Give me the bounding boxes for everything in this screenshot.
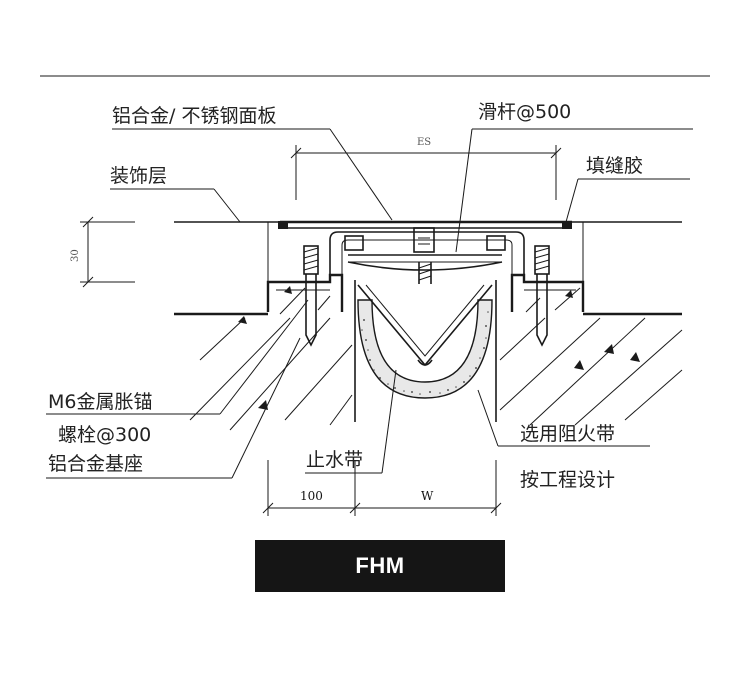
dimension-edge-label: 100 xyxy=(300,489,323,503)
dimension-width-label: W xyxy=(421,489,434,503)
label-fire-line2: 按工程设计 xyxy=(520,469,615,491)
structural-slab xyxy=(174,280,683,431)
label-slide-bar: 滑杆@500 xyxy=(478,101,571,123)
dimension-depth-label: 30 xyxy=(70,249,81,262)
leader-lines xyxy=(46,128,693,479)
diagram-title: FHM xyxy=(355,553,405,578)
label-anchor-line1: M6金属胀锚 xyxy=(48,391,152,413)
water-stop-and-fire-barrier xyxy=(357,284,493,399)
label-fire-line1: 选用阻火带 xyxy=(520,423,615,445)
slide-bar-assembly xyxy=(329,227,525,284)
dimension-es: ES xyxy=(290,137,562,200)
dimension-es-label: ES xyxy=(417,137,431,148)
label-decor-layer: 装饰层 xyxy=(110,165,167,187)
label-base: 铝合金基座 xyxy=(48,453,143,475)
title-bar: FHM xyxy=(255,540,505,592)
decor-layer xyxy=(174,221,682,282)
callout-labels: 铝合金/ 不锈钢面板 滑杆@500 装饰层 填缝胶 M6金属胀锚 螺栓@300 … xyxy=(48,101,643,491)
dimension-bottom: 100 W xyxy=(262,460,502,516)
label-water-stop: 止水带 xyxy=(306,449,363,471)
anchor-bolts xyxy=(303,245,550,347)
label-sealant: 填缝胶 xyxy=(586,155,643,177)
label-anchor-line2: 螺栓@300 xyxy=(58,424,151,446)
dimension-depth: 30 xyxy=(70,216,135,288)
label-panel: 铝合金/ 不锈钢面板 xyxy=(112,105,276,127)
